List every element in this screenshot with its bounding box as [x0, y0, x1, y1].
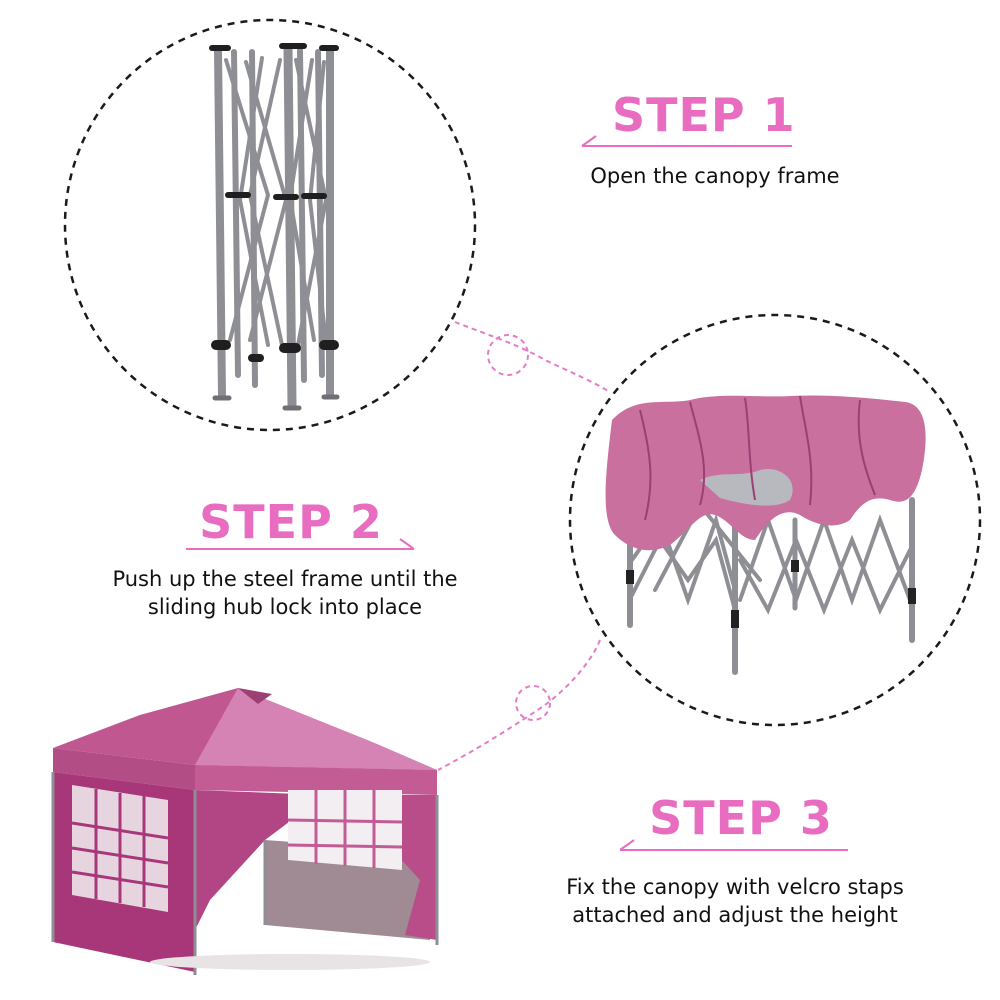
step2-photo	[568, 313, 982, 727]
step2-description: Push up the steel frame until the slidin…	[60, 565, 510, 621]
step1-desc-line: Open the canopy frame	[590, 164, 840, 188]
step2-desc-line: sliding hub lock into place	[147, 595, 423, 619]
connector-1-2	[454, 321, 611, 393]
half-open-canopy-image	[605, 395, 926, 675]
step-underlines	[186, 135, 848, 851]
step2-desc-line: Push up the steel frame until the	[112, 567, 458, 591]
step3-desc-line: Fix the canopy with velcro staps	[566, 875, 904, 899]
collapsed-frame-image	[209, 43, 340, 411]
step1-title: STEP 1	[612, 88, 796, 142]
dashed-circle-1	[63, 18, 477, 432]
step2-title: STEP 2	[199, 495, 383, 549]
step3-desc-line: attached and adjust the height	[572, 903, 898, 927]
step3-description: Fix the canopy with velcro staps attache…	[510, 873, 960, 929]
step1-photo	[63, 18, 477, 432]
step1-description: Open the canopy frame	[520, 162, 910, 190]
step3-photo	[51, 688, 439, 975]
step3-title: STEP 3	[649, 791, 833, 845]
assembled-canopy-image	[51, 688, 439, 975]
connector-2-3	[437, 639, 601, 771]
